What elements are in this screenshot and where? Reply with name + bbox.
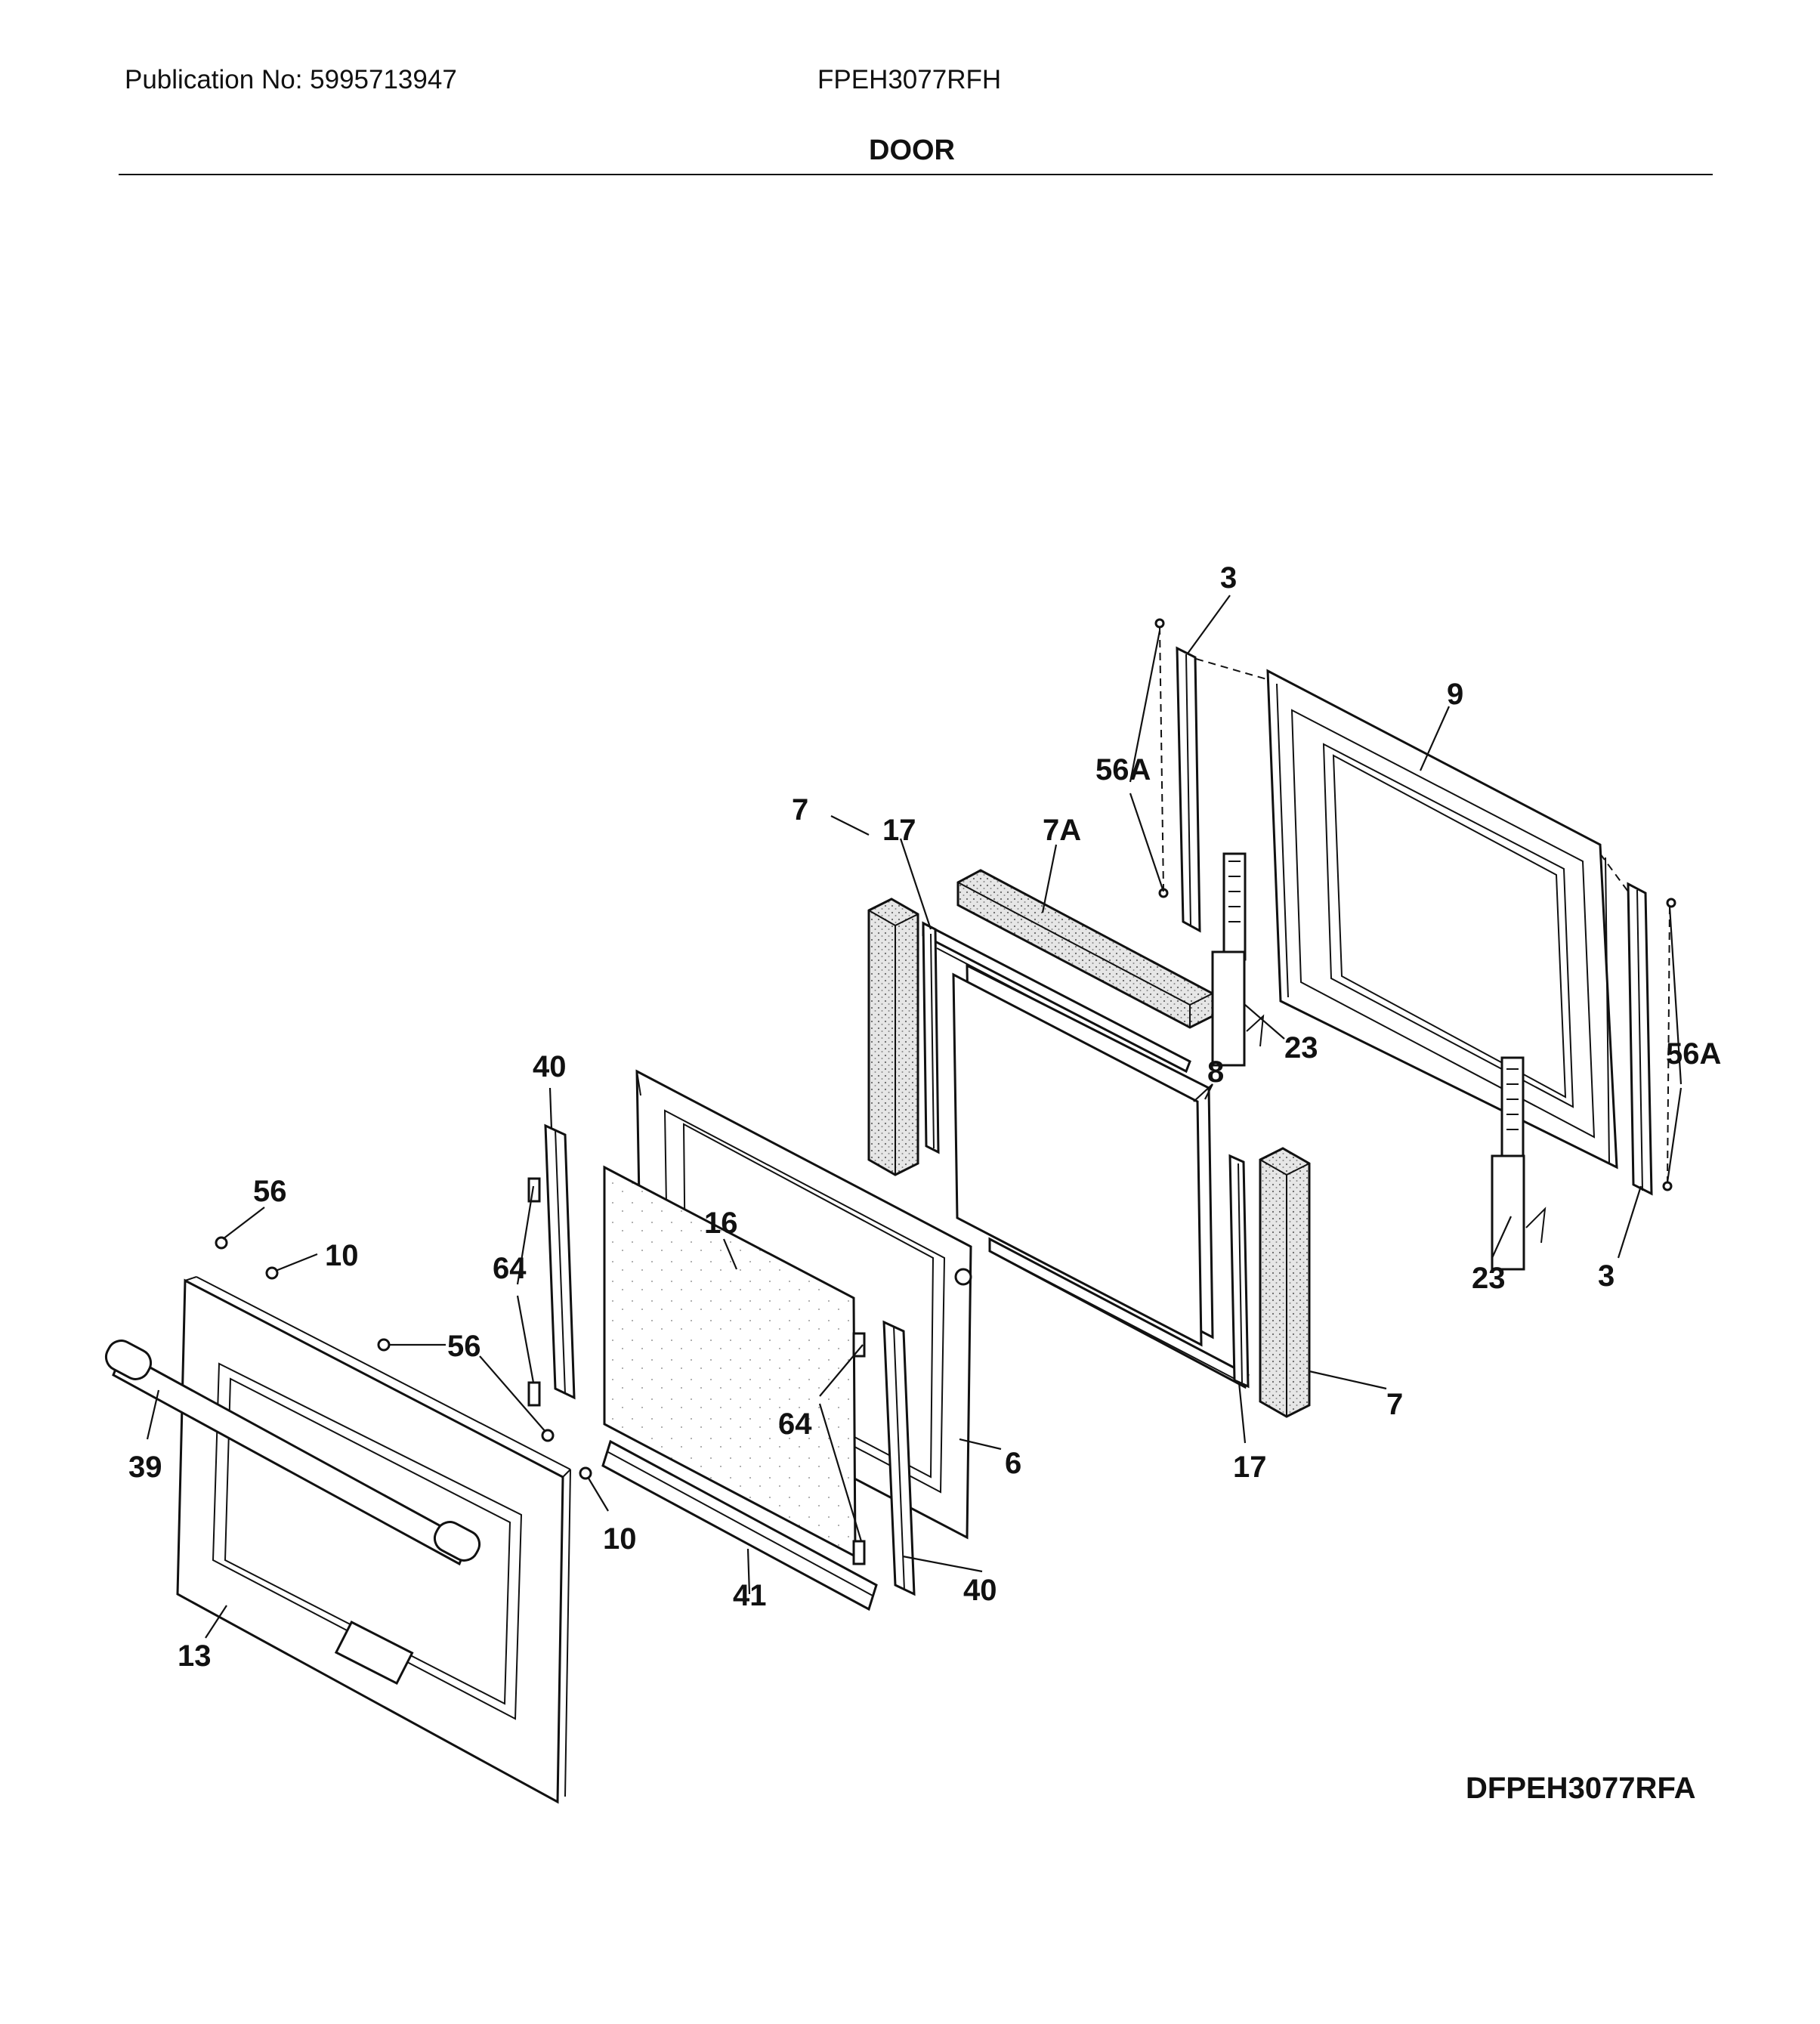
screws — [215, 1236, 592, 1480]
callout-8: 8 — [1207, 1055, 1224, 1089]
hinge-channel-right — [1627, 882, 1676, 1196]
callout-64-left: 64 — [493, 1252, 527, 1285]
model-number: FPEH3077RFH — [817, 65, 1002, 94]
callout-40-left: 40 — [533, 1050, 567, 1083]
leader-lines — [146, 595, 1682, 1639]
callout-7-right: 7 — [1386, 1388, 1403, 1421]
insulation-top — [956, 869, 1214, 1029]
callout-7-left: 7 — [792, 793, 808, 827]
side-bracket-right — [852, 1320, 916, 1596]
callout-16: 16 — [704, 1207, 738, 1240]
callout-64-right: 64 — [778, 1408, 812, 1441]
outer-door-panel — [176, 1276, 571, 1804]
callout-3-right: 3 — [1598, 1259, 1615, 1293]
callout-3-top: 3 — [1220, 561, 1237, 595]
insulation-side-right — [1259, 1147, 1311, 1418]
insulation-side-left — [867, 898, 919, 1176]
callout-56-middle: 56 — [447, 1330, 481, 1363]
callout-7a: 7A — [1043, 814, 1081, 847]
diagram-code: DFPEH3077RFA — [1466, 1772, 1696, 1805]
callout-13: 13 — [178, 1639, 212, 1673]
callout-10-top: 10 — [325, 1239, 359, 1272]
callout-41: 41 — [733, 1579, 767, 1612]
callout-56a-right: 56A — [1666, 1037, 1721, 1071]
bottom-trim — [601, 1439, 878, 1611]
door-glass-panels — [952, 963, 1214, 1347]
hinge-lower — [1491, 1056, 1547, 1271]
publication-number: Publication No: 5995713947 — [125, 65, 457, 94]
callout-17-top: 17 — [882, 814, 916, 847]
section-title: DOOR — [869, 134, 955, 166]
callout-39: 39 — [128, 1451, 162, 1484]
glass-channel-left — [922, 921, 1191, 1154]
callout-23-upper: 23 — [1284, 1031, 1318, 1065]
door-handle — [104, 1340, 481, 1566]
callout-labels: 3 9 56A 7A 17 7 23 8 56A 23 3 7 17 6 40 … — [128, 561, 1721, 1673]
inner-door-frame — [1266, 669, 1618, 1170]
side-bracket-left — [527, 1123, 576, 1407]
hinge-channel-left — [1154, 618, 1201, 933]
callout-10-bottom: 10 — [603, 1522, 637, 1556]
callout-56a-left: 56A — [1095, 753, 1151, 786]
header-rule — [119, 174, 1713, 175]
callout-6: 6 — [1005, 1447, 1021, 1480]
callout-40-right: 40 — [963, 1574, 997, 1607]
callout-56-top: 56 — [253, 1175, 287, 1208]
hinge-upper — [1211, 852, 1265, 1067]
callout-17-bottom: 17 — [1233, 1451, 1267, 1484]
callout-23-lower: 23 — [1472, 1262, 1506, 1295]
glass-channel-right — [988, 1154, 1250, 1389]
callout-9: 9 — [1447, 678, 1463, 711]
